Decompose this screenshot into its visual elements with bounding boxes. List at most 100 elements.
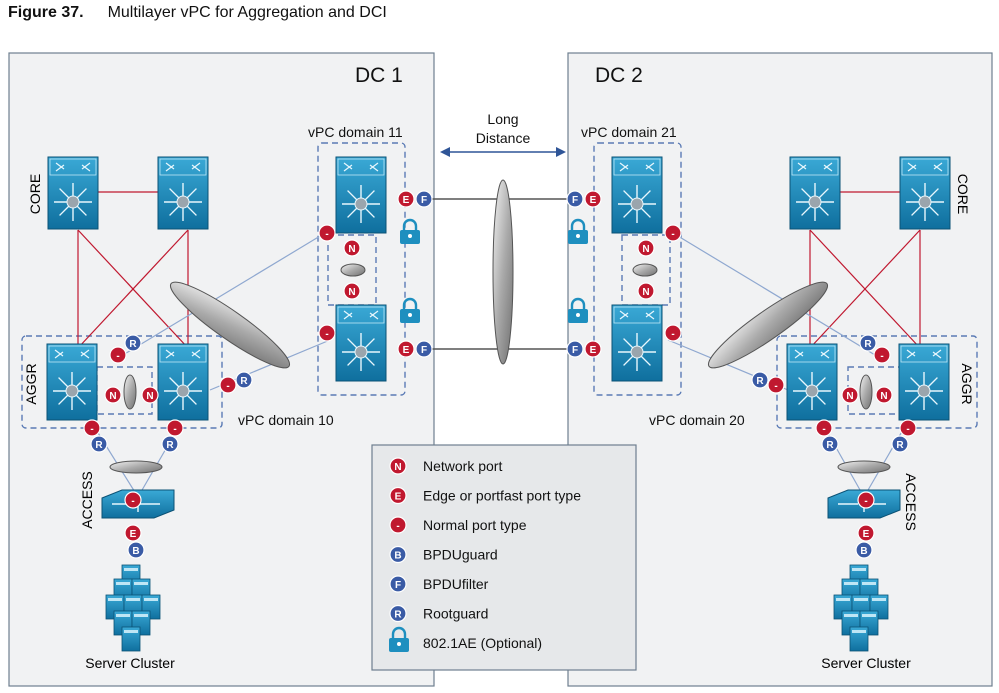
dc2-aggr-down-rootguard-2: R <box>891 435 909 453</box>
dc1-aggr-label: AGGR <box>23 363 39 404</box>
svg-text:R: R <box>756 376 764 387</box>
svg-text:R: R <box>826 440 834 451</box>
dc2-aggr-switch-2[interactable] <box>898 343 950 421</box>
svg-text:-: - <box>90 424 93 435</box>
dc2-aggr-switch-1[interactable] <box>786 343 838 421</box>
svg-text:R: R <box>95 440 103 451</box>
dc1-title: DC 1 <box>355 64 403 87</box>
dc1-access-bpduguard-port: B <box>127 541 145 559</box>
svg-text:R: R <box>240 376 248 387</box>
dc2-top-lock-icon <box>568 218 588 244</box>
dc1-aggr-rootguard-port-2: R <box>235 371 253 389</box>
legend-port-icon: B <box>389 545 407 564</box>
dc1-aggr-normal-port-2: - <box>219 376 237 394</box>
dc2-vpc21-network-port-1: N <box>637 239 655 257</box>
dc1-core-switch-1[interactable] <box>47 156 99 230</box>
dc2-vpc-domain-21-label: vPC domain 21 <box>581 124 677 140</box>
svg-text:-: - <box>396 521 399 532</box>
dc1-aggr-down-rootguard-2: R <box>161 435 179 453</box>
svg-text:-: - <box>822 424 825 435</box>
legend-item: -Normal port type <box>389 516 527 534</box>
dc1-aggr-switch-2[interactable] <box>157 343 209 421</box>
dc2-top-filter-port: F <box>566 190 584 208</box>
dc1-vpc11-network-port-1: N <box>343 239 361 257</box>
dc1-aggr-peerlink-ellipse <box>123 374 137 410</box>
svg-text:E: E <box>863 529 870 540</box>
dc1-bottom-lock-icon <box>400 297 420 323</box>
svg-text:N: N <box>394 462 401 473</box>
dc2-aggr-label: AGGR <box>959 363 975 404</box>
dc2-access-bpduguard-port: B <box>855 541 873 559</box>
dc2-vpc-domain-20-label: vPC domain 20 <box>649 412 745 428</box>
legend-label: Network port <box>423 458 502 474</box>
svg-text:-: - <box>325 329 328 340</box>
dc1-server-cluster-label: Server Cluster <box>85 655 175 671</box>
dc1-vpc11-network-port-2: N <box>343 282 361 300</box>
svg-text:R: R <box>166 440 174 451</box>
svg-text:R: R <box>896 440 904 451</box>
dc2-server-cluster-icon <box>833 564 889 652</box>
dc1-red-links <box>77 191 189 349</box>
dc2-access-edge-port: E <box>857 524 875 542</box>
legend-label: Edge or portfast port type <box>423 488 581 504</box>
dc1-access-normal-port: - <box>124 491 142 509</box>
dci-port-channel-ellipse <box>492 179 514 365</box>
legend-label: BPDUfilter <box>423 576 489 592</box>
dc1-top-edge-port: E <box>397 190 415 208</box>
legend-port-icon: R <box>389 604 407 623</box>
dc2-vpc-domain-20-box <box>776 335 978 429</box>
legend-port-icon: N <box>389 457 407 475</box>
dc2-title: DC 2 <box>595 64 643 87</box>
dc2-top-edge-port: E <box>584 190 602 208</box>
dc2-bottom-filter-port: F <box>566 340 584 358</box>
dc2-vpc21-bottom-normal-port: - <box>664 324 682 342</box>
dc1-aggr-normal-port-1: - <box>109 346 127 364</box>
dc1-aggr-down-normal-port-1: - <box>83 419 101 437</box>
dc1-vpc11-switch-top[interactable] <box>335 156 387 234</box>
dc1-core-switch-2[interactable] <box>157 156 209 230</box>
legend-item: N Network port <box>389 457 502 475</box>
dc2-core-switch-2[interactable] <box>899 156 951 230</box>
dc2-bottom-lock-icon <box>568 297 588 323</box>
dc2-access-label: ACCESS <box>903 473 919 531</box>
legend-item: R Rootguard <box>389 604 488 623</box>
long-distance-label-line2: Distance <box>476 130 531 146</box>
dc2-aggr-down-rootguard-1: R <box>821 435 839 453</box>
dc1-vpc-domain-10-label: vPC domain 10 <box>238 412 334 428</box>
svg-text:N: N <box>348 244 355 255</box>
dc2-aggr-rootguard-port-1: R <box>859 334 877 352</box>
svg-text:F: F <box>395 580 401 591</box>
svg-text:R: R <box>864 339 872 350</box>
svg-text:F: F <box>572 195 578 206</box>
svg-text:E: E <box>403 345 410 356</box>
dc1-aggr-down-normal-port-2: - <box>166 419 184 437</box>
dc1-bottom-edge-port: E <box>397 340 415 358</box>
svg-text:R: R <box>394 610 402 621</box>
legend-port-icon: F <box>389 575 407 593</box>
svg-text:B: B <box>860 546 867 557</box>
svg-text:-: - <box>325 229 328 240</box>
dc2-access-normal-port: - <box>857 491 875 509</box>
dc1-aggr-switch-1[interactable] <box>46 343 98 421</box>
dc1-vpc-domain-11-label: vPC domain 11 <box>308 124 403 140</box>
dc2-aggr-normal-port-1: - <box>873 346 891 364</box>
svg-text:-: - <box>226 381 229 392</box>
dc1-vpc11-switch-bottom[interactable] <box>335 304 387 382</box>
dc1-aggr-network-port-1: N <box>104 386 122 404</box>
long-distance-arrow <box>440 147 566 157</box>
figure-title: Multilayer vPC for Aggregation and DCI <box>107 4 387 21</box>
svg-text:N: N <box>642 287 649 298</box>
dc2-vpc21-switch-bottom[interactable] <box>611 304 663 382</box>
dc2-uplink-port-channel-ellipse <box>707 281 829 369</box>
legend-label: 802.1AE (Optional) <box>423 635 542 651</box>
dc1-server-cluster-icon <box>105 564 161 652</box>
dc2-core-switch-1[interactable] <box>789 156 841 230</box>
legend-label: Rootguard <box>423 606 488 622</box>
dc2-vpc21-switch-top[interactable] <box>611 156 663 234</box>
legend-port-icon: E <box>389 486 407 505</box>
dc1-vpc11-peerlink-ellipse <box>340 263 366 277</box>
svg-text:N: N <box>146 391 153 402</box>
dc2-vpc-domain-21-box <box>593 142 682 396</box>
